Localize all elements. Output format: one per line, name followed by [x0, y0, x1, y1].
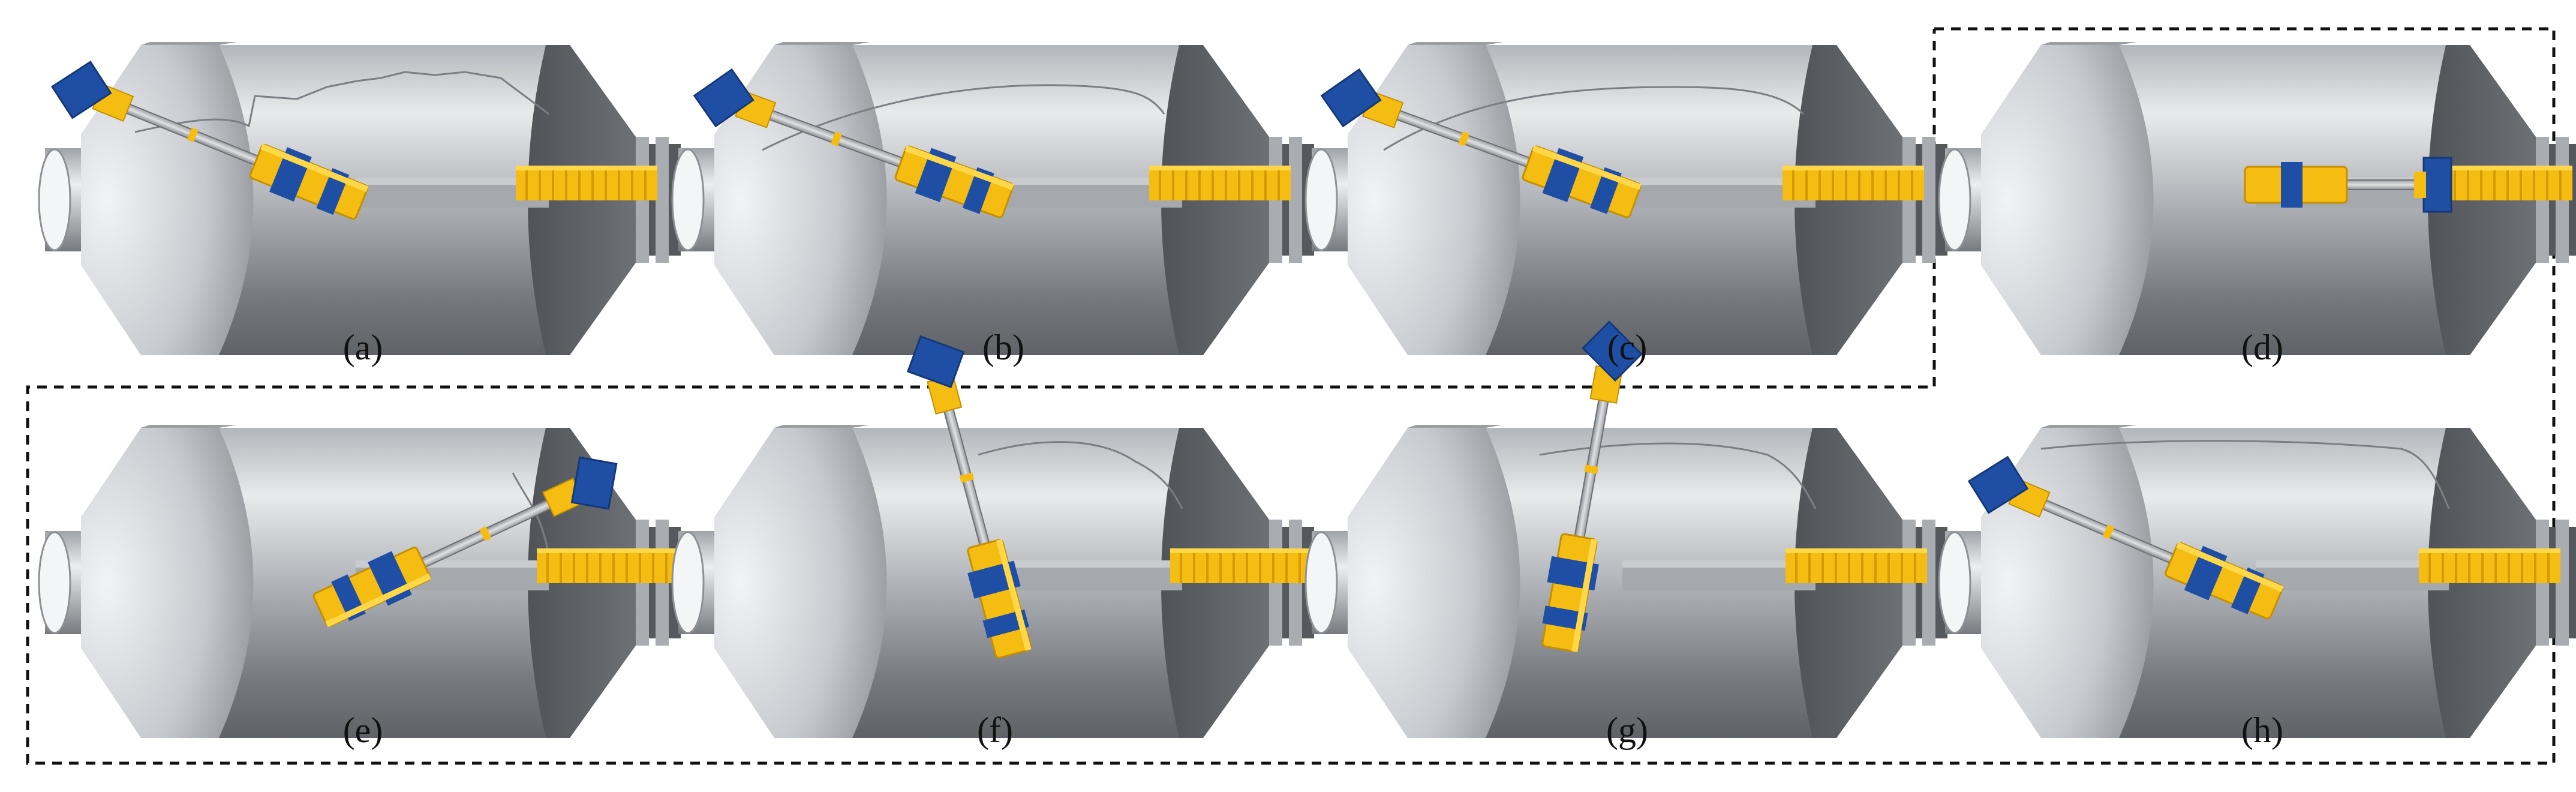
panel-label-d: (d): [2241, 328, 2283, 367]
panel-label-g: (g): [1606, 710, 1648, 750]
panel-f: [671, 326, 1315, 739]
trajectory-c: [1383, 86, 1805, 151]
rail-g: [1784, 547, 1928, 584]
panel-label-c: (c): [1607, 328, 1648, 367]
robot-arm-d: [2244, 157, 2452, 213]
rail-f: [1169, 547, 1313, 584]
panel-label-f: (f): [977, 710, 1013, 750]
trajectory-f: [978, 441, 1183, 509]
rail-e: [536, 547, 680, 584]
rail-b: [1148, 164, 1292, 202]
panel-label-a: (a): [342, 328, 383, 367]
panel-label-h: (h): [2241, 710, 2283, 750]
rail-a: [515, 164, 659, 202]
group-top-boundary: [26, 27, 2556, 765]
trajectory-h: [2040, 440, 2450, 509]
panel-h: [1938, 424, 2576, 739]
panel-label-e: (e): [342, 710, 383, 750]
panel-label-b: (b): [982, 328, 1024, 367]
rail-h: [2418, 547, 2562, 584]
panel-c: [1304, 41, 1949, 356]
panel-e: [38, 424, 682, 739]
trajectory-b: [762, 84, 1165, 151]
panel-a: [38, 41, 682, 356]
panel-b: [671, 41, 1315, 356]
panel-d: [1938, 41, 2576, 356]
rail-c: [1781, 164, 1925, 202]
panel-g: [1304, 317, 1949, 739]
